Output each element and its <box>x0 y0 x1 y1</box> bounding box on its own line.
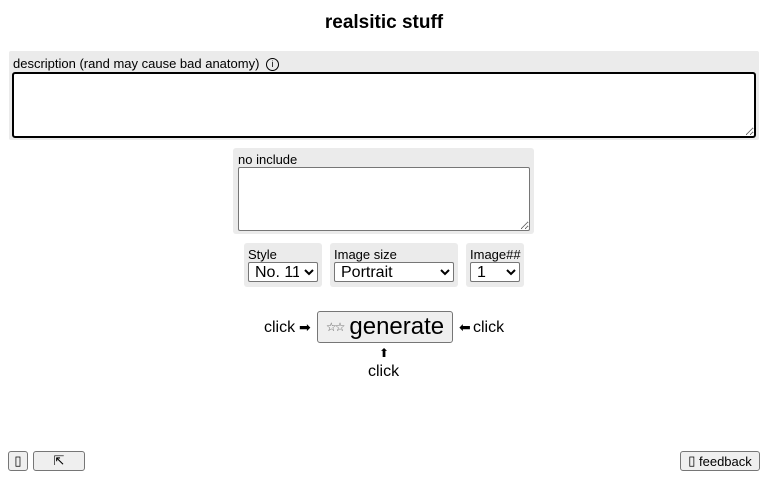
menu-button[interactable]: ▯ <box>8 451 28 471</box>
negative-prompt-panel: no include <box>233 148 534 234</box>
feedback-button[interactable]: ▯ feedback <box>680 451 760 471</box>
image-size-select[interactable]: Portrait <box>334 262 454 282</box>
style-label: Style <box>248 247 277 262</box>
info-icon[interactable]: i <box>266 58 280 71</box>
description-label: description (rand may cause bad anatomy) <box>13 56 260 71</box>
style-option: Style No. 11 <box>244 243 322 287</box>
stars-icon: ☆☆ <box>325 320 345 334</box>
bottom-click-hint: click <box>368 363 400 380</box>
image-count-option: Image## 1 <box>466 243 524 287</box>
left-arrow-icon: ⬅ <box>459 319 471 335</box>
generate-row: click ➡ ☆☆ generate ⬅ click <box>0 311 768 345</box>
image-count-label: Image## <box>470 247 521 262</box>
expand-button[interactable]: ⇱ <box>33 451 85 471</box>
generate-button[interactable]: ☆☆ generate <box>317 311 453 343</box>
image-size-option: Image size Portrait <box>330 243 458 287</box>
image-size-label: Image size <box>334 247 397 262</box>
right-click-hint: click <box>473 319 505 336</box>
description-input[interactable] <box>12 72 756 138</box>
negative-prompt-label: no include <box>238 152 298 167</box>
left-click-hint: click <box>264 319 296 336</box>
style-select[interactable]: No. 11 <box>248 262 318 282</box>
arrow-up-left-icon: ⇱ <box>53 453 65 468</box>
description-panel: description (rand may cause bad anatomy)… <box>9 51 759 140</box>
feedback-icon: ▯ <box>688 453 696 468</box>
box-icon: ▯ <box>14 453 22 468</box>
generate-label: generate <box>349 313 445 340</box>
right-arrow-icon: ➡ <box>299 319 311 335</box>
feedback-label: feedback <box>699 453 752 469</box>
page-title: realsitic stuff <box>324 12 444 33</box>
image-count-select[interactable]: 1 <box>470 262 520 282</box>
negative-prompt-input[interactable] <box>238 167 530 231</box>
up-arrow-icon: ⬆ <box>379 346 390 360</box>
